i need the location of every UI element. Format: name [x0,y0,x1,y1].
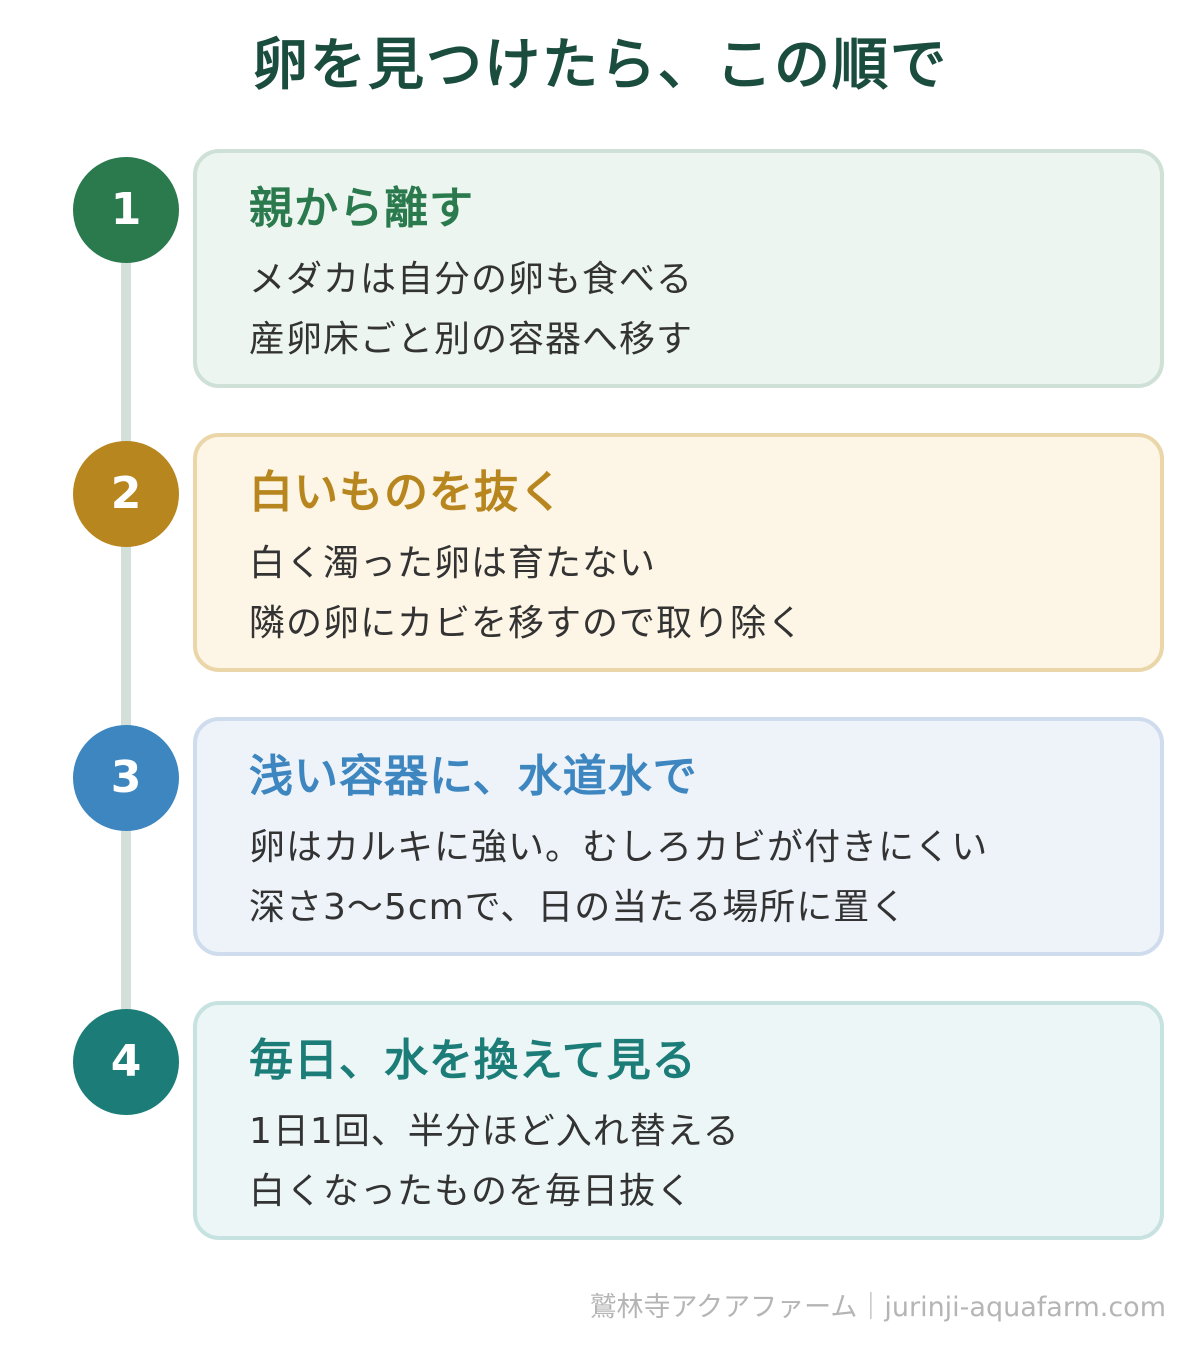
step-number-badge: 1 [73,157,179,263]
step-card: 親から離す メダカは自分の卵も食べる 産卵床ごと別の容器へ移す [193,149,1164,388]
step-2: 2 白いものを抜く 白く濁った卵は育たない 隣の卵にカビを移すので取り除く [0,433,1200,678]
step-description-line: 隣の卵にカビを移すので取り除く [249,603,805,644]
step-card: 浅い容器に、水道水で 卵はカルキに強い。むしろカビが付きにくい 深さ3〜5cmで… [193,717,1164,956]
step-heading: 毎日、水を換えて見る [249,1035,697,1086]
step-description-line: 卵はカルキに強い。むしろカビが付きにくい [249,827,989,868]
step-heading: 白いものを抜く [249,467,564,518]
step-description-line: 深さ3〜5cmで、日の当たる場所に置く [249,887,908,928]
step-description-line: メダカは自分の卵も食べる [249,259,694,300]
step-number-badge: 4 [73,1009,179,1115]
step-card: 毎日、水を換えて見る 1日1回、半分ほど入れ替える 白くなったものを毎日抜く [193,1001,1164,1240]
timeline-line [121,210,131,1065]
step-description-line: 白くなったものを毎日抜く [249,1171,694,1212]
step-3: 3 浅い容器に、水道水で 卵はカルキに強い。むしろカビが付きにくい 深さ3〜5c… [0,717,1200,962]
step-heading: 浅い容器に、水道水で [249,751,698,802]
step-description-line: 白く濁った卵は育たない [249,543,657,584]
page-title: 卵を見つけたら、この順で [252,33,948,98]
step-number-badge: 2 [73,441,179,547]
step-heading: 親から離す [249,183,474,234]
step-card: 白いものを抜く 白く濁った卵は育たない 隣の卵にカビを移すので取り除く [193,433,1164,672]
step-number-badge: 3 [73,725,179,831]
step-1: 1 親から離す メダカは自分の卵も食べる 産卵床ごと別の容器へ移す [0,149,1200,394]
step-description-line: 1日1回、半分ほど入れ替える [249,1111,740,1152]
footer-credit: 鷲林寺アクアファーム｜jurinji-aquafarm.com [589,1292,1166,1323]
step-4: 4 毎日、水を換えて見る 1日1回、半分ほど入れ替える 白くなったものを毎日抜く [0,1001,1200,1246]
step-description-line: 産卵床ごと別の容器へ移す [249,319,694,360]
